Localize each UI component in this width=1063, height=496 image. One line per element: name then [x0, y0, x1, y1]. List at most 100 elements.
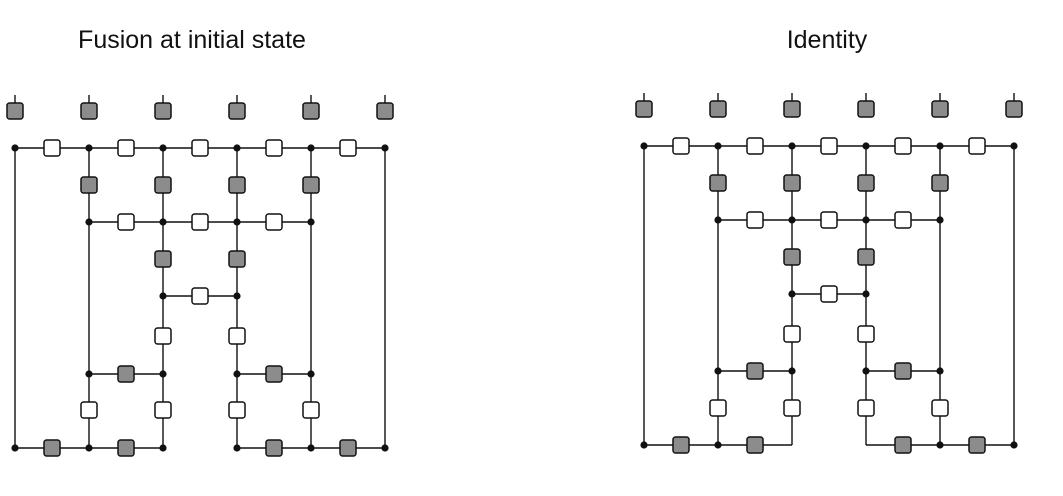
right-node — [714, 367, 722, 375]
left-node — [381, 444, 389, 452]
right-node — [936, 216, 944, 224]
right-node — [1010, 441, 1018, 449]
right-white-box — [931, 399, 949, 417]
left-node — [159, 144, 167, 152]
right-gray-box — [672, 436, 690, 454]
right-gray-box — [857, 248, 875, 266]
panel-title-left: Fusion at initial state — [78, 26, 306, 54]
left-white-box — [265, 213, 283, 231]
left-gray-box — [80, 102, 98, 120]
right-node — [714, 216, 722, 224]
left-node — [159, 292, 167, 300]
right-white-box — [894, 211, 912, 229]
right-node — [788, 142, 796, 150]
left-gray-box — [265, 365, 283, 383]
left-node — [307, 218, 315, 226]
right-node — [862, 216, 870, 224]
right-white-box — [857, 399, 875, 417]
left-node — [85, 370, 93, 378]
right-node — [714, 441, 722, 449]
right-gray-box — [783, 174, 801, 192]
right-panel — [635, 93, 1023, 454]
left-white-box — [191, 139, 209, 157]
left-gray-box — [302, 176, 320, 194]
left-gray-box — [302, 102, 320, 120]
right-node — [862, 290, 870, 298]
right-node — [1010, 142, 1018, 150]
right-node — [862, 142, 870, 150]
left-node — [85, 444, 93, 452]
left-node — [11, 144, 19, 152]
right-white-box — [820, 285, 838, 303]
left-gray-box — [154, 102, 172, 120]
right-gray-box — [857, 174, 875, 192]
right-gray-box — [783, 100, 801, 118]
left-gray-box — [43, 439, 61, 457]
left-gray-box — [228, 250, 246, 268]
right-node — [640, 441, 648, 449]
right-node — [788, 290, 796, 298]
left-white-box — [191, 287, 209, 305]
left-node — [381, 144, 389, 152]
left-white-box — [228, 401, 246, 419]
right-white-box — [672, 137, 690, 155]
left-gray-box — [154, 250, 172, 268]
right-white-box — [783, 399, 801, 417]
left-node — [159, 370, 167, 378]
left-gray-box — [376, 102, 394, 120]
right-gray-box — [894, 362, 912, 380]
right-gray-box — [931, 174, 949, 192]
left-white-box — [154, 327, 172, 345]
right-white-box — [746, 211, 764, 229]
left-gray-box — [265, 439, 283, 457]
right-gray-box — [783, 248, 801, 266]
right-white-box — [709, 399, 727, 417]
right-white-box — [746, 137, 764, 155]
left-gray-box — [80, 176, 98, 194]
right-node — [714, 142, 722, 150]
right-white-box — [968, 137, 986, 155]
left-white-box — [265, 139, 283, 157]
right-node — [640, 142, 648, 150]
right-gray-box — [894, 436, 912, 454]
right-gray-box — [709, 174, 727, 192]
right-node — [936, 142, 944, 150]
left-gray-box — [228, 102, 246, 120]
right-gray-box — [1005, 100, 1023, 118]
left-node — [307, 370, 315, 378]
left-node — [233, 144, 241, 152]
left-gray-box — [117, 365, 135, 383]
left-gray-box — [154, 176, 172, 194]
left-node — [233, 444, 241, 452]
left-node — [307, 144, 315, 152]
left-node — [85, 144, 93, 152]
right-node — [788, 367, 796, 375]
left-node — [233, 218, 241, 226]
left-white-box — [339, 139, 357, 157]
right-gray-box — [635, 100, 653, 118]
right-white-box — [857, 325, 875, 343]
left-node — [11, 444, 19, 452]
right-node — [788, 216, 796, 224]
left-white-box — [117, 139, 135, 157]
left-white-box — [43, 139, 61, 157]
right-node — [862, 367, 870, 375]
right-gray-box — [857, 100, 875, 118]
right-white-box — [820, 137, 838, 155]
right-white-box — [894, 137, 912, 155]
right-gray-box — [746, 362, 764, 380]
left-white-box — [228, 327, 246, 345]
left-white-box — [80, 401, 98, 419]
right-white-box — [783, 325, 801, 343]
left-gray-box — [117, 439, 135, 457]
left-gray-box — [228, 176, 246, 194]
left-panel — [6, 95, 394, 457]
right-white-box — [820, 211, 838, 229]
left-white-box — [154, 401, 172, 419]
left-white-box — [302, 401, 320, 419]
left-node — [159, 218, 167, 226]
right-node — [936, 441, 944, 449]
left-gray-box — [6, 102, 24, 120]
panel-title-right: Identity — [786, 26, 868, 54]
